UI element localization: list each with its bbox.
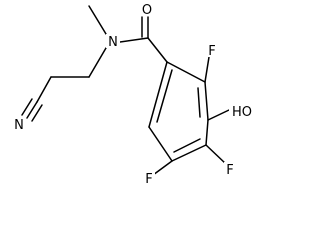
atom-amide-nitrogen: N bbox=[108, 35, 118, 50]
atom-nitrile-nitrogen: N bbox=[14, 118, 24, 133]
atom-hydroxyl: HO bbox=[232, 105, 252, 120]
nitrile-triple-bond-a bbox=[26, 101, 38, 119]
ring-bond-c6-c1-inner bbox=[156, 69, 173, 123]
ring-bond-c2-c3 bbox=[204, 81, 209, 121]
ring-bond-c2-c3-inner bbox=[197, 87, 201, 118]
bond-ch2-nitrile-c bbox=[36, 76, 52, 103]
ring-bond-c4-c5 bbox=[171, 144, 207, 162]
bond-c3-hydroxyl bbox=[207, 109, 230, 121]
atom-labels: O N N F HO F F bbox=[12, 2, 255, 187]
nitrile-triple-bond-c bbox=[31, 104, 43, 122]
atom-carbonyl-oxygen: O bbox=[142, 3, 152, 18]
ring-bond-c1-c2 bbox=[166, 61, 206, 83]
ring-bond-c5-c6 bbox=[148, 126, 173, 162]
atom-fluorine-4: F bbox=[226, 163, 233, 178]
atom-fluorine-5: F bbox=[145, 172, 152, 187]
bond-c1-carbonyl bbox=[147, 37, 168, 63]
ring-bond-c3-c4 bbox=[205, 119, 209, 146]
bond-carbonyl-nitrogen bbox=[119, 37, 149, 43]
benzene-ring bbox=[148, 61, 209, 162]
substituent-bonds bbox=[21, 5, 230, 176]
atom-fluorine-2: F bbox=[208, 44, 215, 59]
nitrile-triple-bond-b bbox=[21, 98, 33, 116]
bond-c2-fluorine bbox=[204, 56, 210, 83]
molecule-structure: O N N F HO F F bbox=[12, 2, 255, 187]
ring-bond-c6-c1 bbox=[148, 61, 168, 128]
bond-c5-fluorine bbox=[152, 160, 173, 176]
bond-nitrogen-methyl bbox=[88, 5, 107, 35]
bond-nitrogen-ch2 bbox=[88, 47, 107, 78]
bond-c4-fluorine bbox=[205, 144, 227, 165]
ring-bond-c4-c5-inner bbox=[173, 138, 201, 153]
